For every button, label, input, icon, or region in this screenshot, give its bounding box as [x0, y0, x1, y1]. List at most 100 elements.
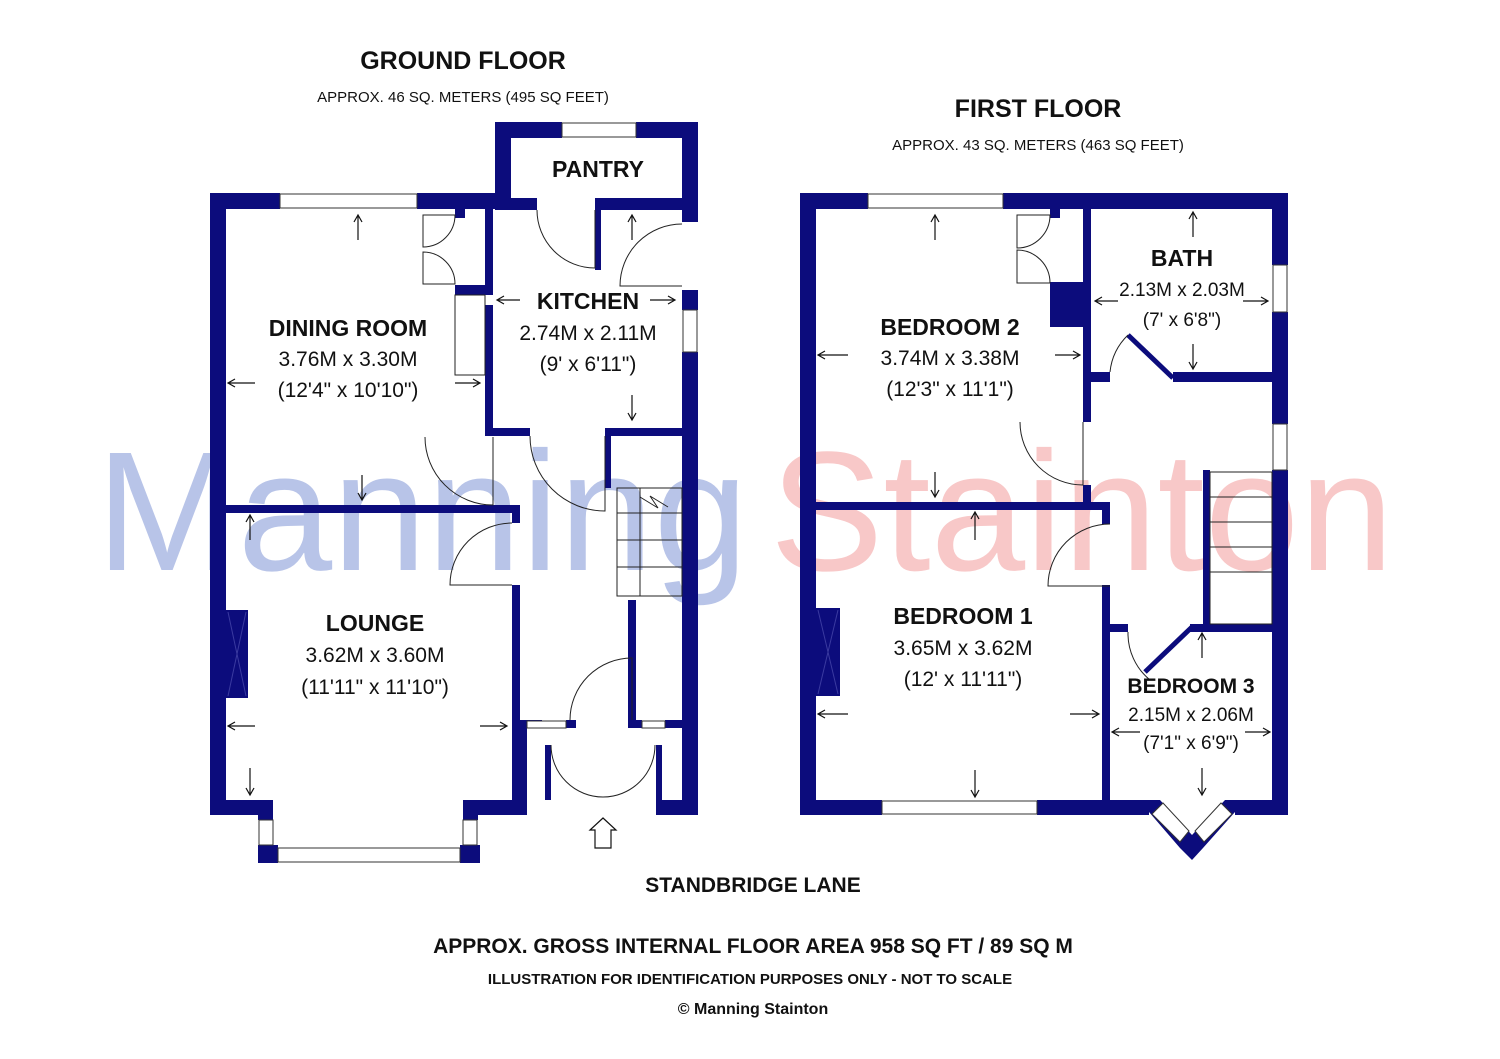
- wall: [682, 290, 698, 310]
- window: [1151, 802, 1190, 843]
- wall: [218, 505, 520, 513]
- lounge-imperial: (11'11" x 11'10"): [301, 676, 449, 699]
- wall: [595, 198, 685, 210]
- wall: [1050, 208, 1060, 218]
- lounge-label: LOUNGE: [326, 610, 424, 636]
- kitchen-metric: 2.74M x 2.11M: [519, 322, 656, 345]
- wall: [1272, 193, 1288, 265]
- wall: [682, 352, 698, 815]
- wall: [1102, 502, 1110, 524]
- door-swing: [619, 223, 683, 287]
- dimension-arrows: [816, 210, 1272, 799]
- wall: [1003, 193, 1288, 209]
- bedroom-3-label: BEDROOM 3: [1127, 675, 1254, 698]
- copyright: © Manning Stainton: [678, 1001, 828, 1018]
- bedroom-2-imperial: (12'3" x 11'1"): [886, 378, 1014, 401]
- wall: [210, 193, 280, 209]
- wall: [485, 305, 493, 435]
- bedroom-2-label: BEDROOM 2: [880, 314, 1019, 340]
- dining-room-metric: 3.76M x 3.30M: [279, 348, 418, 371]
- window: [1272, 423, 1288, 471]
- stairs: [1209, 471, 1273, 625]
- wall: [495, 122, 562, 138]
- pantry-label: PANTRY: [552, 156, 644, 182]
- dimension-arrows: [226, 213, 677, 797]
- wall: [460, 845, 480, 863]
- window: [881, 800, 1038, 815]
- closet: [454, 294, 486, 376]
- fireplace-mark: [817, 609, 839, 695]
- first-floor-plan: [800, 193, 1288, 860]
- entrance-arrow-icon: [588, 817, 618, 849]
- first-floor-area: APPROX. 43 SQ. METERS (463 SQ FEET): [892, 137, 1184, 154]
- door-swing: [1047, 523, 1111, 587]
- door-swing: [536, 209, 596, 269]
- wall: [1102, 585, 1110, 805]
- lounge-metric: 3.62M x 3.60M: [306, 644, 445, 667]
- window: [561, 122, 637, 138]
- bath-label: BATH: [1151, 245, 1213, 271]
- wall: [1083, 200, 1091, 422]
- dining-room-imperial: (12'4" x 10'10"): [278, 379, 419, 402]
- wall: [258, 845, 278, 863]
- door-swing: [1019, 421, 1084, 486]
- door-swing: [1109, 334, 1129, 373]
- wall: [566, 720, 576, 728]
- wall: [417, 193, 497, 209]
- wall: [1235, 800, 1288, 815]
- wall: [1083, 372, 1110, 382]
- wall: [1203, 470, 1210, 624]
- wall: [605, 428, 611, 488]
- wall: [455, 208, 465, 218]
- door-swing: [424, 436, 494, 506]
- wall: [656, 800, 696, 815]
- fireplace-mark: [227, 611, 247, 697]
- wall: [800, 800, 882, 815]
- wall: [258, 800, 273, 820]
- watermark: Manning Stainton: [96, 417, 1394, 607]
- wall: [495, 198, 537, 210]
- wall: [1190, 624, 1280, 632]
- wall: [1083, 485, 1091, 510]
- door-leaf: [1143, 625, 1194, 674]
- wall: [512, 505, 520, 523]
- kitchen-imperial: (9' x 6'11"): [540, 353, 637, 376]
- bedroom-1-label: BEDROOM 1: [893, 603, 1033, 629]
- bedroom-1-imperial: (12' x 11'11"): [904, 668, 1023, 691]
- window: [1194, 802, 1233, 843]
- window: [682, 309, 698, 353]
- ground-floor-title: GROUND FLOOR: [360, 47, 566, 75]
- wall: [1272, 312, 1288, 424]
- wall: [682, 122, 698, 222]
- wall: [1110, 624, 1128, 632]
- door-swing: [1127, 631, 1151, 681]
- bedroom-3-imperial: (7'1" x 6'9"): [1143, 733, 1239, 754]
- window: [1272, 264, 1288, 313]
- door-swing: [569, 657, 633, 721]
- window: [462, 819, 478, 846]
- bedroom-1-metric: 3.65M x 3.62M: [894, 637, 1033, 660]
- wall: [495, 122, 511, 209]
- wall: [628, 720, 642, 728]
- bath-metric: 2.13M x 2.03M: [1119, 280, 1245, 301]
- street-name: STANDBRIDGE LANE: [645, 874, 860, 897]
- airing-cupboard: [1050, 282, 1083, 327]
- wall: [210, 800, 273, 815]
- wall: [210, 193, 226, 815]
- wall: [665, 720, 695, 728]
- door-swing: [422, 214, 456, 248]
- wall: [485, 428, 530, 436]
- wall: [512, 720, 527, 815]
- disclaimer: ILLUSTRATION FOR IDENTIFICATION PURPOSES…: [488, 971, 1012, 988]
- ground-floor-area: APPROX. 46 SQ. METERS (495 SQ FEET): [317, 89, 609, 106]
- wall: [605, 428, 685, 436]
- window: [258, 819, 274, 846]
- wall: [455, 285, 485, 295]
- bath-imperial: (7' x 6'8"): [1143, 310, 1221, 331]
- window: [867, 193, 1004, 209]
- first-floor-title: FIRST FLOOR: [955, 95, 1122, 123]
- watermark-stainton: Stainton: [770, 417, 1394, 607]
- ground-floor-plan: [210, 122, 698, 863]
